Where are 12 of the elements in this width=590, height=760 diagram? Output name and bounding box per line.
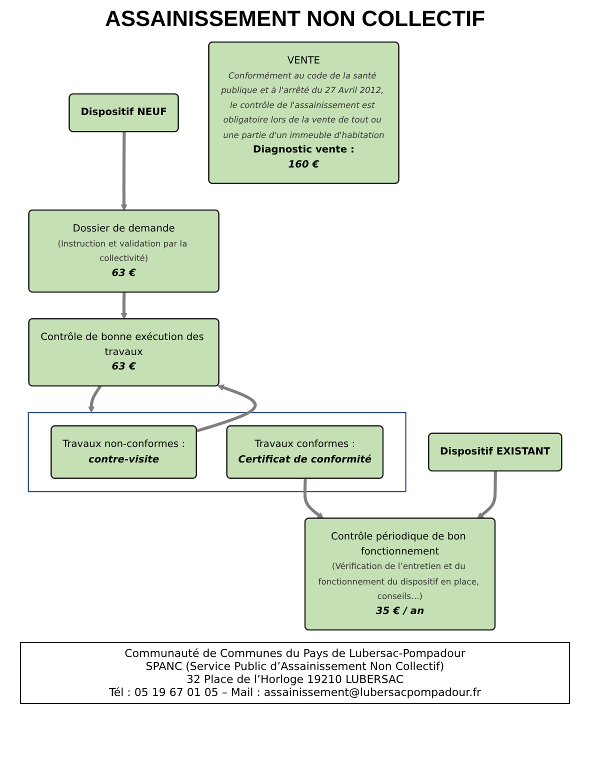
- arrow: [196, 384, 257, 432]
- footer-text: Communauté de Communes du Pays de Lubersac-Pompadour: [124, 647, 466, 660]
- arrow: [120, 292, 128, 320]
- footer-text: 32 Place de l’Horloge 19210 LUBERSAC: [185, 673, 405, 686]
- footer-text: Tél : 05 19 67 01 05 – Mail : assainissement@lubersacpompadour.fr: [108, 686, 482, 699]
- title: ASSAINISSEMENT NON COLLECTIF: [104, 6, 486, 32]
- footer-text: SPANC (Service Public d’Assainissement Non Collectif): [144, 660, 446, 673]
- arrow: [120, 132, 128, 211]
- cluster: [28, 412, 406, 492]
- arrow: [303, 478, 324, 519]
- arrow: [476, 471, 497, 519]
- arrow: [88, 385, 102, 413]
